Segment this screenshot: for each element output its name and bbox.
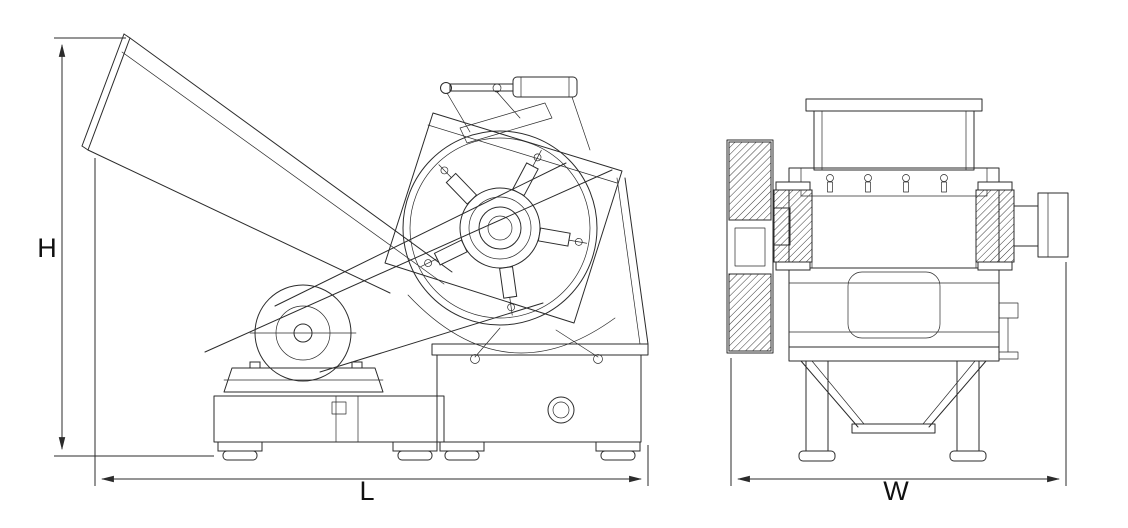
dimension-l: L xyxy=(94,158,649,506)
bolt xyxy=(826,174,948,193)
dimension-w-label: W xyxy=(883,476,909,506)
front-hopper xyxy=(805,98,983,171)
front-pulley xyxy=(726,139,791,354)
feed-hopper xyxy=(81,33,453,294)
rotor-blade xyxy=(511,149,542,197)
discharge-chute xyxy=(800,360,987,434)
crusher-housing xyxy=(384,102,623,354)
inspection-door xyxy=(847,271,941,339)
belt-guard-curve xyxy=(407,294,616,354)
front-body xyxy=(788,167,1000,362)
cylinder-rod xyxy=(449,83,514,92)
dimension-w: W xyxy=(730,262,1067,506)
bearing-left xyxy=(773,181,813,271)
dimension-l-label: L xyxy=(359,476,374,506)
motor-base xyxy=(223,361,384,393)
rotor-blade xyxy=(499,266,518,316)
front-view xyxy=(726,98,1069,462)
side-bracket xyxy=(998,302,1019,360)
belt-bottom xyxy=(319,302,544,373)
rotor xyxy=(402,130,598,326)
belt-drive xyxy=(204,162,613,382)
dimension-h: H xyxy=(37,37,214,457)
rotor-blade xyxy=(438,164,478,205)
rod-clevis xyxy=(440,82,452,94)
rotor-blade xyxy=(537,227,588,247)
belt-top xyxy=(274,162,567,307)
motor-pulley xyxy=(249,284,357,382)
output-shaft xyxy=(1013,192,1069,258)
front-legs xyxy=(798,360,987,462)
rotor-blade xyxy=(420,239,468,267)
bearing-right xyxy=(975,181,1015,271)
dimension-h-label: H xyxy=(37,233,57,263)
stand xyxy=(431,177,649,461)
base-left xyxy=(213,395,445,461)
tension-rod xyxy=(204,169,613,353)
pulley-hub xyxy=(734,227,766,267)
hydraulic-cylinder xyxy=(440,76,591,151)
side-view xyxy=(81,33,649,461)
